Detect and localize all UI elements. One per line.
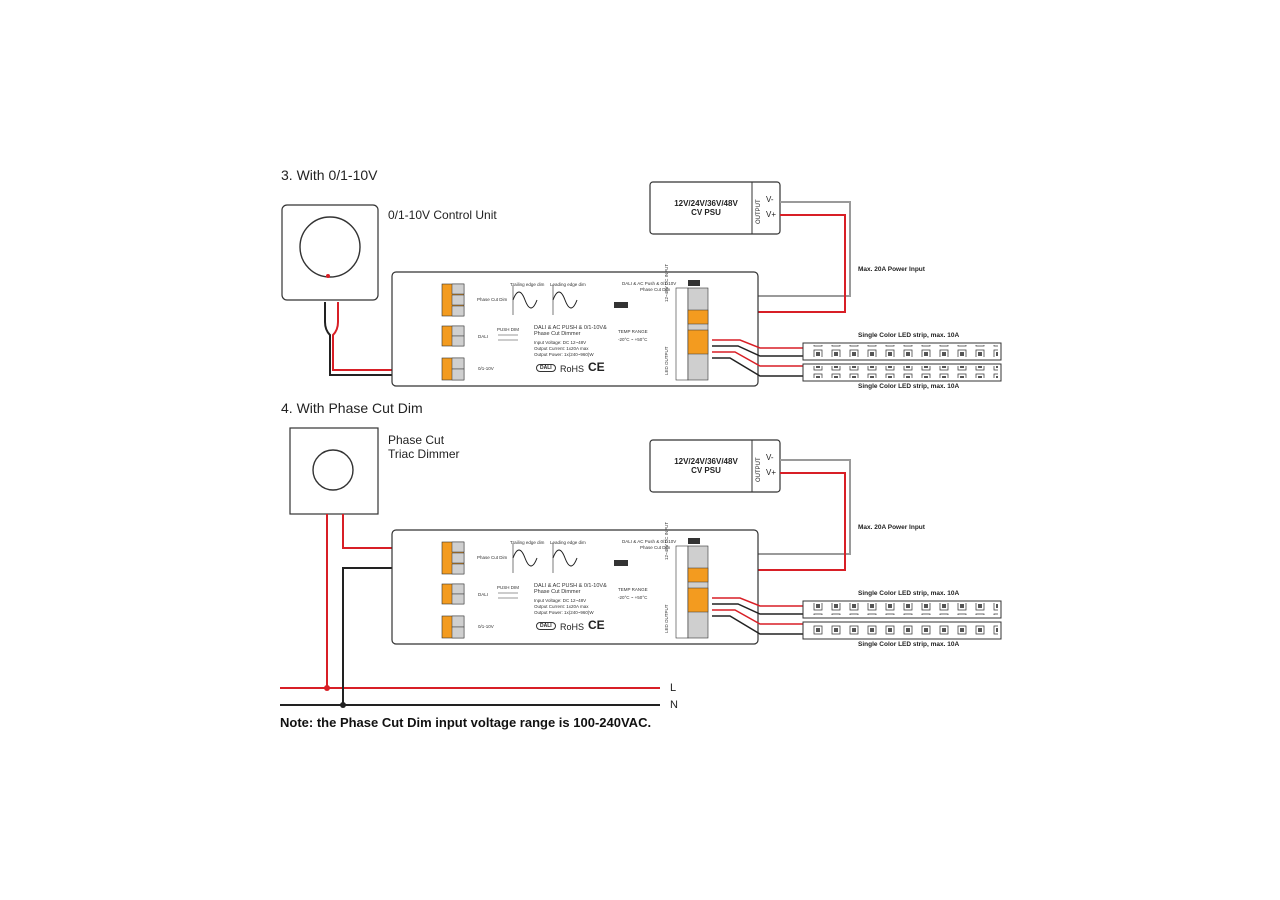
c1-leading: Leading edge dim [550, 282, 586, 287]
psu-1 [649, 181, 781, 235]
psu-1-vplus: V+ [766, 210, 777, 219]
c1-push-dim: PUSH DIM [497, 327, 520, 332]
c1-output-power: Output Power: 1x(240~960)W [534, 352, 594, 357]
psu-1-type: CV PSU [691, 208, 721, 217]
psu-1-output-label: OUTPUT [756, 199, 762, 224]
c1-phase-cut: Phase Cut Dim [477, 297, 508, 302]
psu-1-voltage: 12V/24V/36V/48V [674, 199, 738, 208]
c1-trailing: Trailing edge dim [510, 282, 545, 287]
led-strip-label-1b: Single Color LED strip, max. 10A [858, 383, 960, 390]
psu-2-vminus: V- [766, 453, 774, 462]
note-text: Note: the Phase Cut Dim input voltage ra… [280, 715, 652, 730]
c1-product-2: Phase Cut Dimmer [534, 331, 581, 337]
psu-2-type: CV PSU [691, 466, 721, 475]
c2-dali-badge: DALI [536, 622, 556, 630]
psu-2-title: 12V/24V/36V/48V CV PSU [660, 457, 752, 475]
psu1-wire-red [712, 214, 846, 313]
c2-trailing: Trailing edge dim [510, 540, 545, 545]
led-strip-1b [802, 363, 1002, 382]
c2-leading: Leading edge dim [550, 540, 586, 545]
led-strip-2b [802, 621, 1002, 640]
c1-top-right-2: Phase Cut Dim [640, 287, 671, 292]
c1-led-output-side: LED OUTPUT [664, 346, 669, 375]
power-input-label-1: Max. 20A Power Input [858, 266, 925, 273]
psu-2-voltage: 12V/24V/36V/48V [674, 457, 738, 466]
led-strip-2a [802, 600, 1002, 619]
c2-power-input-side: 12~48V DC INPUT [664, 521, 669, 560]
section-4-title: 4. With Phase Cut Dim [281, 400, 423, 416]
c1-output-current: Output Current: 1x20A max [534, 346, 589, 351]
psu-2 [649, 439, 781, 493]
c2-input-voltage: Input Voltage: DC 12~48V [534, 598, 587, 603]
c2-top-right-2: Phase Cut Dim [640, 545, 671, 550]
psu1-wire-gray [712, 201, 851, 297]
c2-top-right-1: DALI & AC Push & 0/1-10V [622, 539, 677, 544]
c2-temp-label: TEMP RANGE [618, 587, 648, 592]
c2-product-2: Phase Cut Dimmer [534, 589, 581, 595]
c1-power-input-side: 12~48V DC INPUT [664, 263, 669, 302]
c2-output-current: Output Current: 1x20A max [534, 604, 589, 609]
triac-dimmer [289, 427, 379, 515]
section-3-title: 3. With 0/1-10V [281, 167, 378, 183]
c1-010v: 0/1-10V [478, 366, 494, 371]
psu-2-output-label: OUTPUT [756, 457, 762, 482]
c1-rohs: RoHS [560, 364, 585, 374]
led-strip-1a [802, 342, 1002, 361]
controller-2 [391, 529, 759, 645]
c1-dali-badge: DALI [536, 364, 556, 372]
mains-n-label: N [670, 699, 678, 711]
c2-010v: 0/1-10V [478, 624, 494, 629]
psu-1-vminus: V- [766, 195, 774, 204]
c1-product-1: DALI & AC PUSH & 0/1-10V& [534, 325, 607, 331]
c2-dali: DALI [478, 592, 489, 597]
led-strip-label-2b: Single Color LED strip, max. 10A [858, 641, 960, 648]
control-unit-label: 0/1-10V Control Unit [388, 208, 497, 222]
c1-temp-value: -20°C ~ +50°C [618, 337, 648, 342]
c2-output-power: Output Power: 1x(240~960)W [534, 610, 594, 615]
power-input-label-2: Max. 20A Power Input [858, 524, 925, 531]
c2-led-output-side: LED OUTPUT [664, 604, 669, 633]
c1-top-right-1: DALI & AC Push & 0/1-10V [622, 281, 677, 286]
c2-rohs: RoHS [560, 622, 585, 632]
mains-l-label: L [670, 682, 677, 694]
control-unit-0-10v [281, 204, 379, 301]
controller-1 [391, 271, 759, 387]
c2-temp-value: -20°C ~ +50°C [618, 595, 648, 600]
c1-input-voltage: Input Voltage: DC 12~48V [534, 340, 587, 345]
psu-1-title: 12V/24V/36V/48V CV PSU [660, 199, 752, 217]
c1-temp-label: TEMP RANGE [618, 329, 648, 334]
wire-010v-red [332, 302, 445, 371]
led-strip-label-1a: Single Color LED strip, max. 10A [858, 332, 960, 339]
dimmer-label-2: Triac Dimmer [388, 447, 460, 461]
c2-product-1: DALI & AC PUSH & 0/1-10V& [534, 583, 607, 589]
led-strip-label-2a: Single Color LED strip, max. 10A [858, 590, 960, 597]
c1-ce: CE [588, 360, 605, 374]
c2-ce: CE [588, 618, 605, 632]
c2-phase-cut: Phase Cut Dim [477, 555, 508, 560]
wire-010v-black [324, 302, 445, 376]
psu-2-vplus: V+ [766, 468, 777, 477]
c1-dali: DALI [478, 334, 489, 339]
c2-push-dim: PUSH DIM [497, 585, 520, 590]
dimmer-label-1: Phase Cut [388, 433, 445, 447]
